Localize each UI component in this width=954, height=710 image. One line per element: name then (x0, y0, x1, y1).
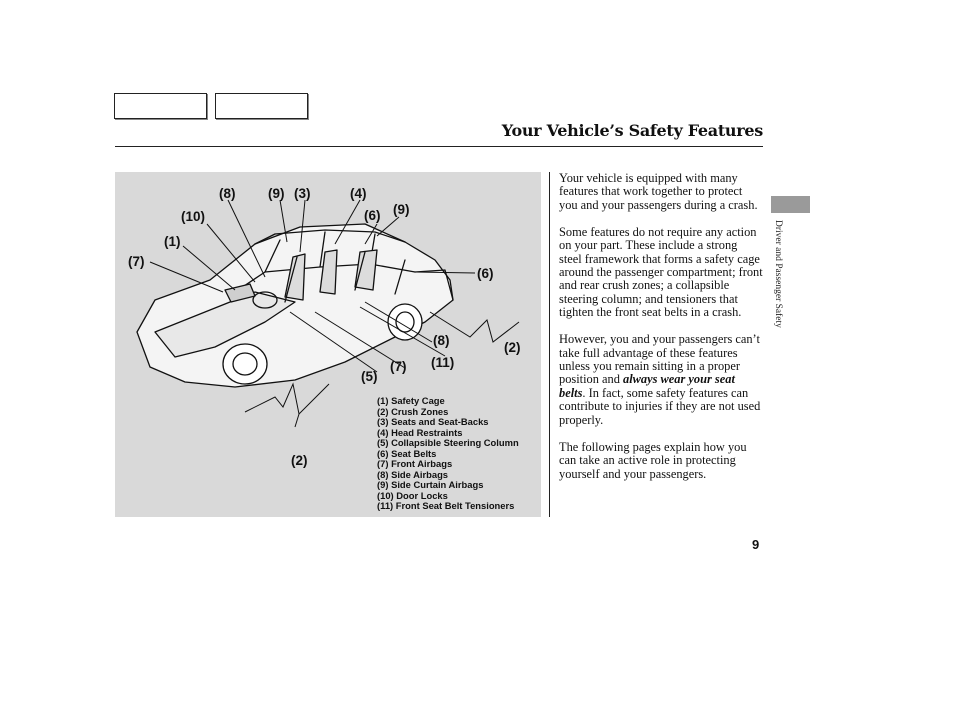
callout-seat-belts: (6) (477, 266, 494, 281)
callout-door-locks: (10) (181, 209, 206, 224)
car-cutaway-illustration (136, 199, 520, 428)
body-text: Your vehicle is equipped with many featu… (559, 171, 763, 495)
emphasis-text: always wear your seat belts (559, 372, 735, 400)
paragraph: Some features do not require any action … (559, 224, 763, 320)
paragraph: Your vehicle is equipped with many featu… (559, 171, 758, 212)
callout-crush-zones-rear: (2) (504, 340, 521, 355)
nav-button-contents[interactable] (114, 93, 207, 119)
legend-item: (1) Safety Cage (377, 395, 445, 406)
page-number: 9 (752, 537, 760, 552)
legend-item: (10) Door Locks (377, 489, 448, 501)
legend-item: (3) Seats and Seat-Backs (377, 416, 489, 427)
callout-crush-zones-front: (2) (291, 453, 308, 468)
callout-front-airbags-passenger: (7) (390, 359, 407, 374)
legend-item: (11) Front Seat Belt Tensioners (377, 500, 515, 511)
callout-seat-belts-rear: (6) (364, 208, 381, 223)
legend-item: (6) Seat Belts (377, 447, 437, 459)
legend-item: (2) Crush Zones (377, 405, 449, 417)
paragraph: However, you and your passengers can’t t… (559, 332, 761, 427)
legend-item: (4) Head Restraints (377, 426, 463, 438)
section-tab[interactable] (771, 196, 810, 213)
legend-item: (8) Side Airbags (377, 468, 449, 480)
nav-button-index[interactable] (215, 93, 308, 119)
paragraph: The following pages explain how you can … (559, 439, 747, 481)
safety-features-figure: (8) (9) (3) (4) (10) (6) (9) (1) (7) (6)… (115, 172, 541, 517)
callout-side-curtain-airbags: (9) (268, 186, 285, 201)
legend-item: (9) Side Curtain Airbags (377, 479, 484, 490)
page-title: Your Vehicle’s Safety Features (501, 121, 764, 140)
callout-seats: (3) (294, 186, 311, 201)
callout-side-airbags: (8) (219, 186, 236, 201)
callout-front-airbags: (7) (128, 254, 145, 269)
section-tab-label: Driver and Passenger Safety (773, 220, 783, 328)
legend-item: (7) Front Airbags (377, 458, 453, 469)
callout-safety-cage: (1) (164, 234, 181, 249)
title-divider (115, 146, 763, 147)
legend-item: (5) Collapsible Steering Column (377, 437, 519, 448)
callout-steering-column: (5) (361, 369, 378, 384)
callout-head-restraints: (4) (350, 186, 367, 201)
callout-seat-belt-tensioners: (11) (431, 355, 455, 370)
callout-side-curtain-airbags-rear: (9) (393, 202, 410, 217)
figure-legend: (1) Safety Cage (2) Crush Zones (3) Seat… (377, 395, 519, 512)
column-divider (549, 172, 550, 517)
callout-side-airbags-front: (8) (433, 333, 450, 348)
